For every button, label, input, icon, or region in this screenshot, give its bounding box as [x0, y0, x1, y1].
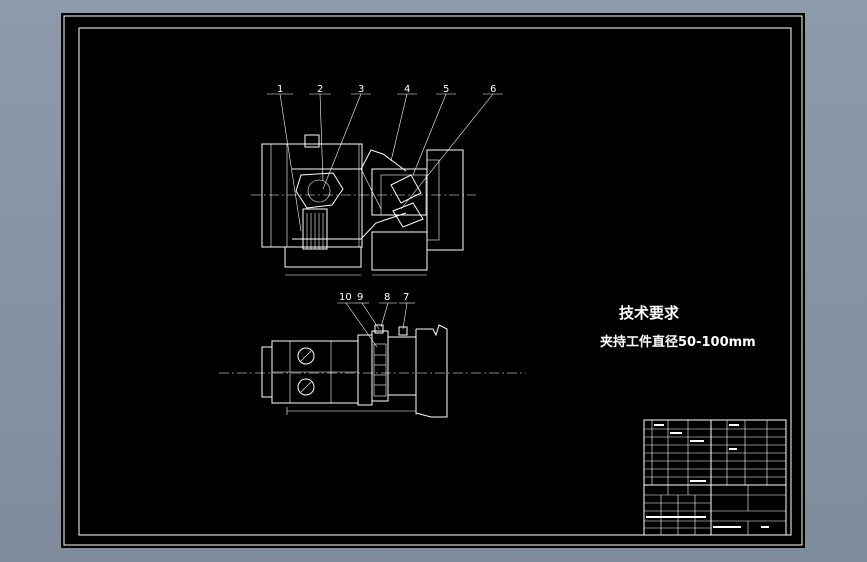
balloon-4: 4 [404, 84, 410, 95]
drawing-sheet: 1 2 3 4 5 6 [63, 15, 803, 546]
top-view [251, 134, 476, 276]
cad-viewport[interactable]: 1 2 3 4 5 6 [61, 13, 805, 548]
balloon-6: 6 [490, 84, 496, 95]
balloon-1: 1 [277, 84, 283, 95]
front-view [219, 324, 526, 418]
tech-notes: 技术要求 夹持工件直径50-100mm [600, 304, 756, 350]
balloon-2: 2 [317, 84, 323, 95]
inner-frame [78, 27, 792, 536]
tech-notes-line-1: 夹持工件直径50-100mm [600, 334, 756, 350]
balloon-7: 7 [403, 292, 409, 303]
tech-notes-title: 技术要求 [619, 304, 680, 322]
balloons-bottom: 10 9 8 7 [337, 292, 415, 348]
balloon-10: 10 [339, 292, 352, 303]
balloon-9: 9 [357, 292, 363, 303]
balloon-3: 3 [358, 84, 364, 95]
title-block [643, 419, 787, 536]
balloon-8: 8 [384, 292, 390, 303]
balloons-top: 1 2 3 4 5 6 [267, 84, 503, 232]
outer-border [63, 15, 803, 546]
balloon-5: 5 [443, 84, 449, 95]
